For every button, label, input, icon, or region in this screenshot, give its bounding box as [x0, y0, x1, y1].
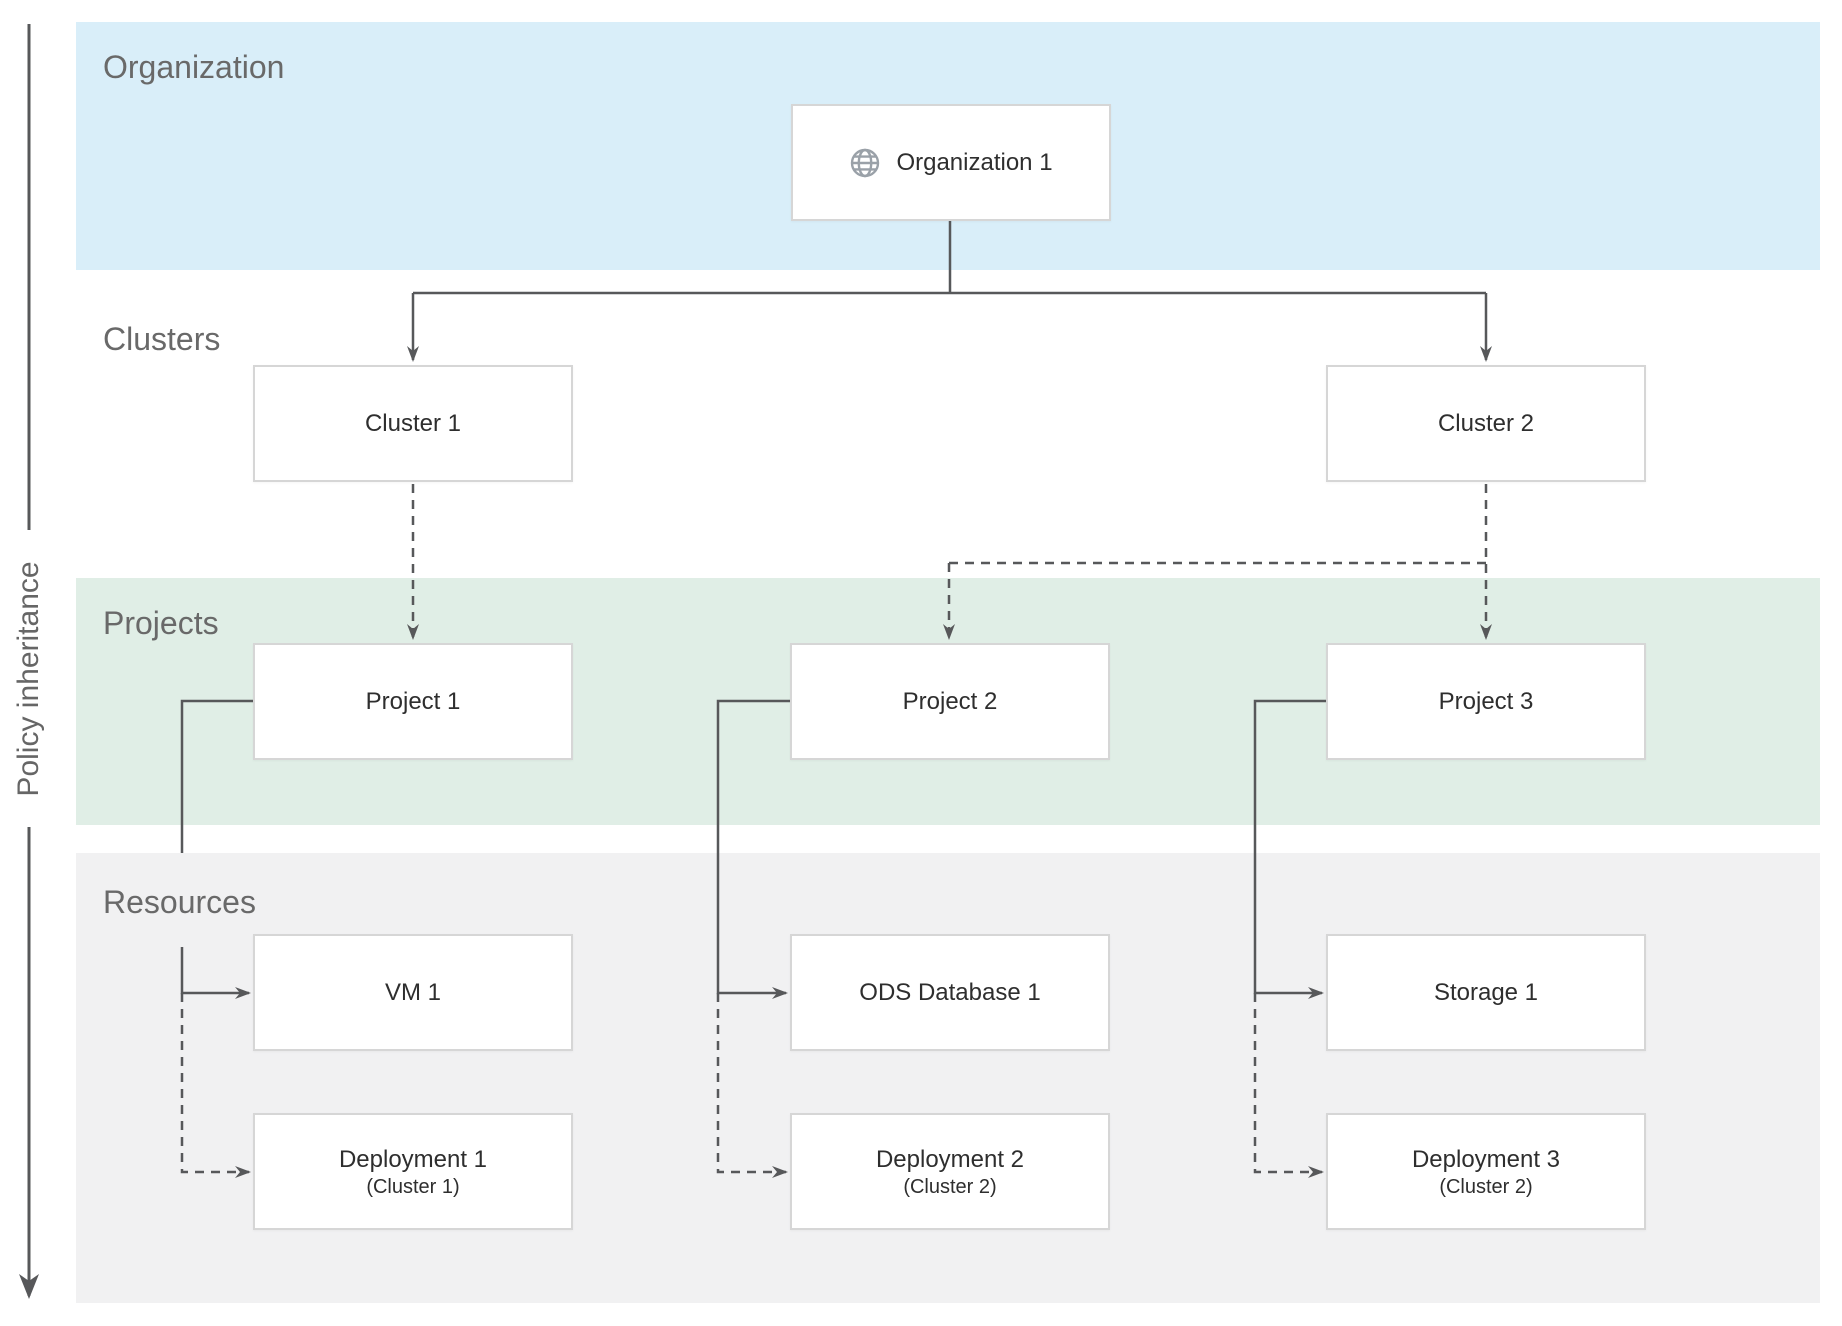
node-organization-1: Organization 1 — [791, 104, 1111, 221]
band-label-resources: Resources — [103, 884, 256, 920]
node-deployment-3: Deployment 3 (Cluster 2) — [1326, 1113, 1646, 1230]
globe-icon — [849, 147, 881, 179]
node-label: Project 1 — [365, 687, 461, 715]
node-storage-1: Storage 1 — [1326, 934, 1646, 1051]
node-label: Deployment 1 — [338, 1145, 488, 1173]
band-label-clusters: Clusters — [103, 321, 221, 357]
node-label: Organization 1 — [896, 148, 1053, 176]
node-deployment-1: Deployment 1 (Cluster 1) — [253, 1113, 573, 1230]
node-label: Deployment 3 — [1411, 1145, 1561, 1173]
band-resources: Resources — [76, 853, 1820, 1303]
policy-inheritance-label: Policy inheritance — [12, 561, 45, 797]
node-project-1: Project 1 — [253, 643, 573, 760]
band-label-projects: Projects — [103, 605, 219, 641]
node-label: Deployment 2 — [875, 1145, 1025, 1173]
node-ods-database-1: ODS Database 1 — [790, 934, 1110, 1051]
node-sublabel: (Cluster 2) — [1439, 1175, 1533, 1198]
node-cluster-2: Cluster 2 — [1326, 365, 1646, 482]
node-label: Project 3 — [1438, 687, 1534, 715]
node-project-3: Project 3 — [1326, 643, 1646, 760]
node-label: Cluster 1 — [364, 409, 462, 437]
node-label: Storage 1 — [1433, 978, 1539, 1006]
band-label-organization: Organization — [103, 49, 285, 85]
node-cluster-1: Cluster 1 — [253, 365, 573, 482]
node-vm-1: VM 1 — [253, 934, 573, 1051]
node-project-2: Project 2 — [790, 643, 1110, 760]
node-sublabel: (Cluster 1) — [366, 1175, 460, 1198]
node-label: VM 1 — [384, 978, 441, 1006]
node-deployment-2: Deployment 2 (Cluster 2) — [790, 1113, 1110, 1230]
node-sublabel: (Cluster 2) — [903, 1175, 997, 1198]
node-label: Project 2 — [902, 687, 998, 715]
node-label: ODS Database 1 — [859, 978, 1041, 1006]
node-label: Cluster 2 — [1437, 409, 1535, 437]
